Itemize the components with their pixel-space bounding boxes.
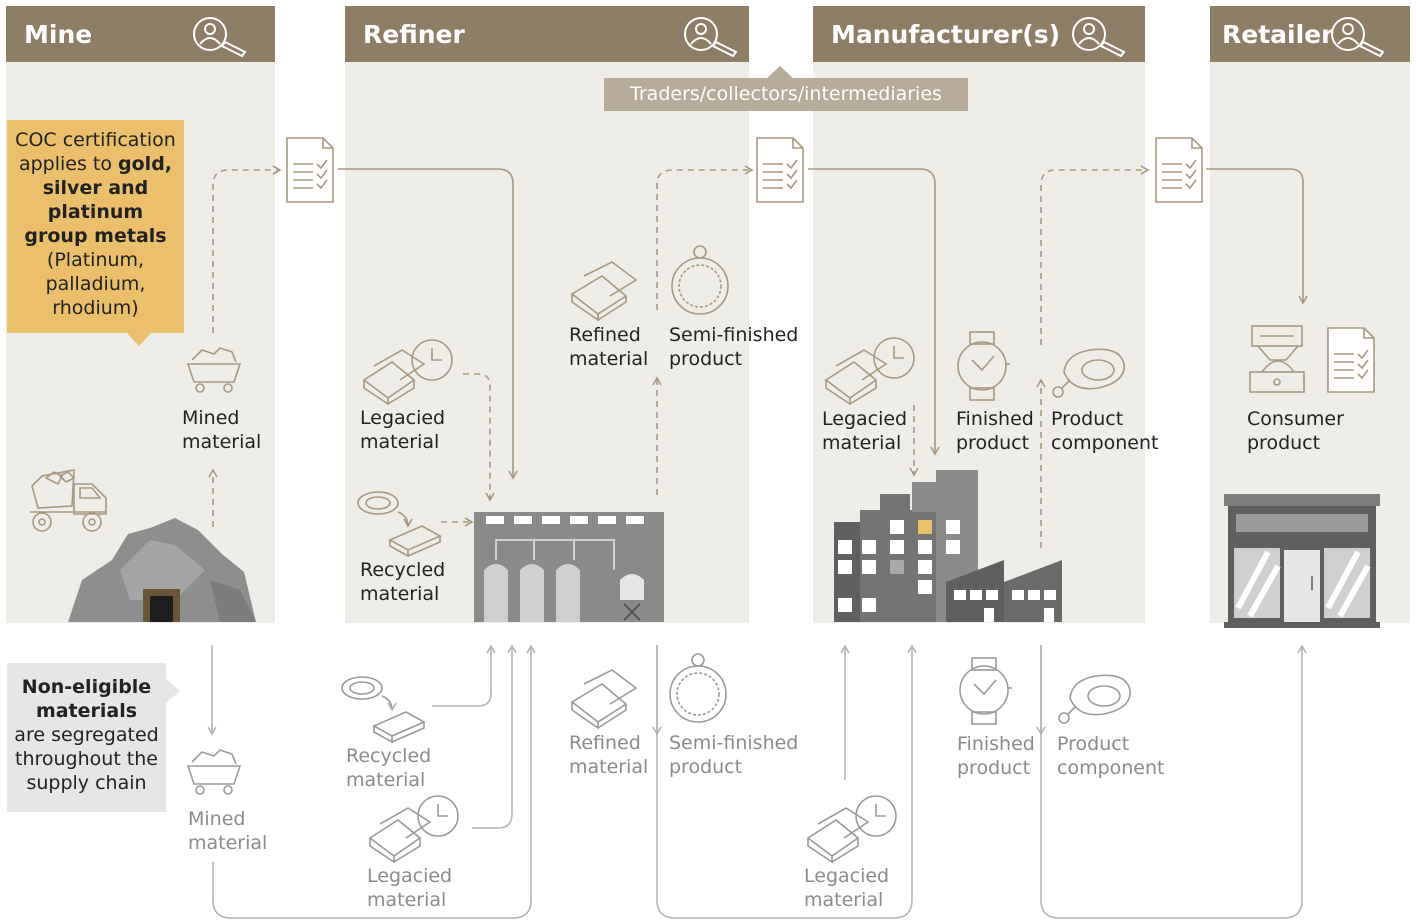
magnifier-person-icon — [193, 17, 247, 58]
gold-bars-icon — [570, 261, 638, 322]
cert-bold: silver and — [42, 177, 149, 199]
manufacturer-header: Manufacturer(s) — [813, 6, 1145, 62]
refined-to-doc-arrow — [656, 165, 754, 310]
upper-dashed-flows — [208, 165, 1150, 548]
retailer-title: Retailer — [1222, 20, 1334, 49]
watch-icon — [957, 331, 1010, 401]
document-icon — [1327, 327, 1375, 393]
cert-text: rhodium) — [52, 297, 139, 319]
lower-flows — [207, 644, 1307, 919]
cert-text: palladium, — [45, 273, 146, 295]
noneg-bold: materials — [35, 700, 138, 722]
mined-to-doc-arrow — [212, 165, 282, 333]
recycled-grey-line — [432, 644, 496, 707]
doc-to-factory-line — [808, 168, 940, 456]
manufacturer-title: Manufacturer(s) — [831, 20, 1061, 49]
refiner-title: Refiner — [363, 20, 465, 49]
ring-to-bar-icon-grey — [341, 676, 426, 744]
gold-bars-clock-icon-grey — [806, 795, 897, 864]
cert-text: (Platinum, — [46, 249, 145, 271]
magnifier-person-icon — [1072, 17, 1126, 58]
dump-truck-icon — [30, 469, 107, 532]
legacied-to-refinery — [463, 373, 495, 502]
retailer-header: Retailer — [1210, 6, 1410, 62]
certification-callout: COC certification applies to gold, silve… — [7, 120, 184, 333]
mine-cart-icon-grey — [186, 749, 242, 795]
traders-pointer — [767, 66, 793, 78]
mine-mountain-icon — [68, 518, 256, 622]
bracelet-icon-grey — [669, 653, 727, 723]
mine-title: Mine — [24, 20, 93, 49]
upper-flows — [338, 168, 1308, 480]
refinery-building-icon — [474, 512, 664, 622]
cert-bold: gold, — [118, 153, 173, 175]
cert-text: applies to — [18, 153, 112, 175]
non-eligible-callout: Non-eligible materials are segregated th… — [7, 663, 166, 812]
ring-to-bar-icon — [357, 491, 442, 558]
watch-icon-grey — [959, 657, 1012, 725]
gold-bars-clock-icon — [824, 337, 915, 406]
refinery-down-loop — [656, 644, 917, 919]
gold-bars-clock-icon-grey — [368, 795, 459, 864]
jewelry-box-icon — [1249, 325, 1305, 393]
certification-pointer — [127, 333, 151, 346]
jewelry-component-icon — [1052, 348, 1125, 398]
retail-store-icon — [1224, 494, 1380, 628]
doc-to-retail-line — [1206, 168, 1308, 305]
mined-grey-bottom-loop — [212, 644, 536, 919]
cert-text: COC certification — [15, 129, 176, 151]
factory-down-loop — [1040, 644, 1307, 919]
legacied-grey-line — [472, 644, 517, 829]
gold-bars-clock-icon — [362, 339, 453, 406]
noneg-bold: Non-eligible — [21, 676, 152, 698]
component-to-doc-arrow — [1040, 165, 1150, 345]
mine-header: Mine — [6, 6, 275, 62]
factory-building-icon — [834, 470, 1062, 622]
noneg-text: throughout the — [15, 748, 158, 770]
document-icon — [1155, 137, 1203, 203]
noneg-text: supply chain — [26, 772, 147, 794]
refiner-header: Refiner — [345, 6, 749, 62]
bracelet-icon — [671, 245, 729, 315]
cert-bold: group metals — [24, 225, 167, 247]
document-icon — [756, 137, 804, 203]
doc-to-refinery-line — [338, 168, 518, 480]
magnifier-person-icon — [1331, 17, 1385, 58]
traders-banner: Traders/collectors/intermediaries — [604, 78, 968, 111]
non-eligible-pointer — [166, 679, 180, 703]
jewelry-component-icon-grey — [1058, 674, 1131, 724]
document-icon — [286, 137, 334, 203]
cert-bold: platinum — [47, 201, 144, 223]
magnifier-person-icon — [684, 17, 738, 58]
noneg-text: are segregated — [14, 724, 159, 746]
gold-bars-icon-grey — [570, 669, 638, 730]
mine-cart-icon — [186, 347, 242, 393]
